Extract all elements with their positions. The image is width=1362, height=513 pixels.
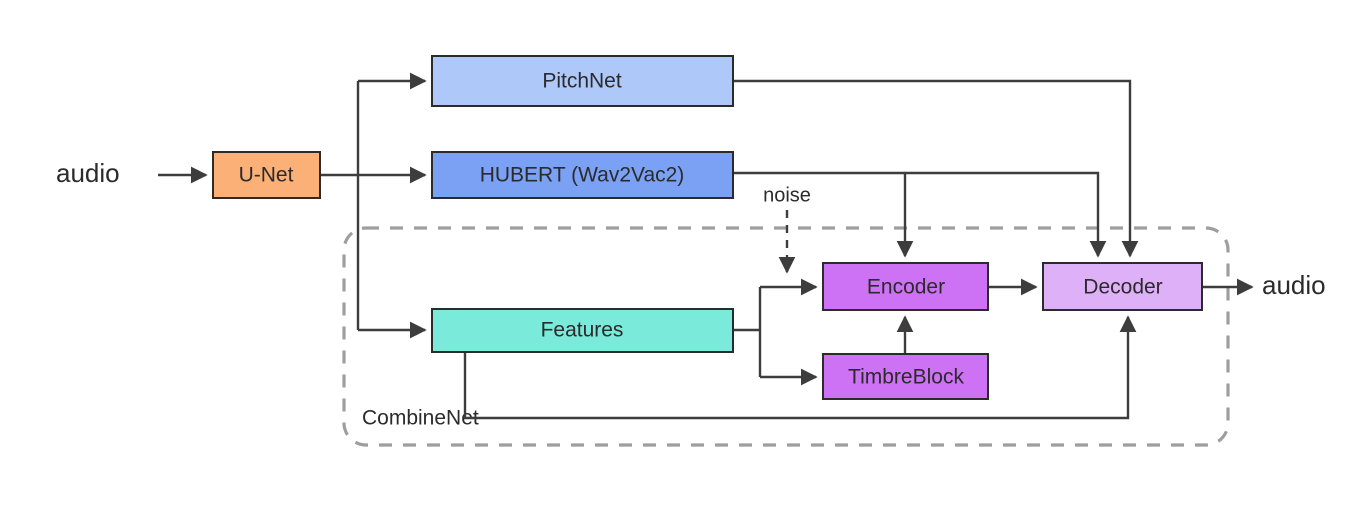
noise-label: noise (763, 184, 811, 206)
node-features[interactable]: Features (431, 308, 734, 353)
node-label-timbreblock: TimbreBlock (848, 366, 964, 389)
node-encoder[interactable]: Encoder (822, 262, 989, 311)
edge-pitchnet-to-decoder (733, 79, 1139, 258)
input-audio-label: audio (56, 158, 120, 188)
output-audio-label: audio (1262, 270, 1326, 300)
node-decoder[interactable]: Decoder (1042, 262, 1203, 311)
node-unet[interactable]: U-Net (212, 151, 321, 199)
edge-features-to-decoder (463, 315, 1137, 420)
node-label-hubert: HUBERT (Wav2Vac2) (480, 164, 685, 187)
node-label-unet: U-Net (239, 164, 294, 187)
combinenet-group-label: CombineNet (362, 407, 479, 430)
node-label-pitchnet: PitchNet (542, 70, 622, 93)
node-label-decoder: Decoder (1083, 276, 1162, 299)
node-label-features: Features (541, 319, 624, 342)
node-label-encoder: Encoder (867, 276, 945, 299)
node-timbreblock[interactable]: TimbreBlock (822, 353, 989, 400)
node-hubert[interactable]: HUBERT (Wav2Vac2) (431, 151, 734, 199)
node-pitchnet[interactable]: PitchNet (431, 55, 734, 107)
edge-hubert-to-decoder (905, 171, 1107, 258)
